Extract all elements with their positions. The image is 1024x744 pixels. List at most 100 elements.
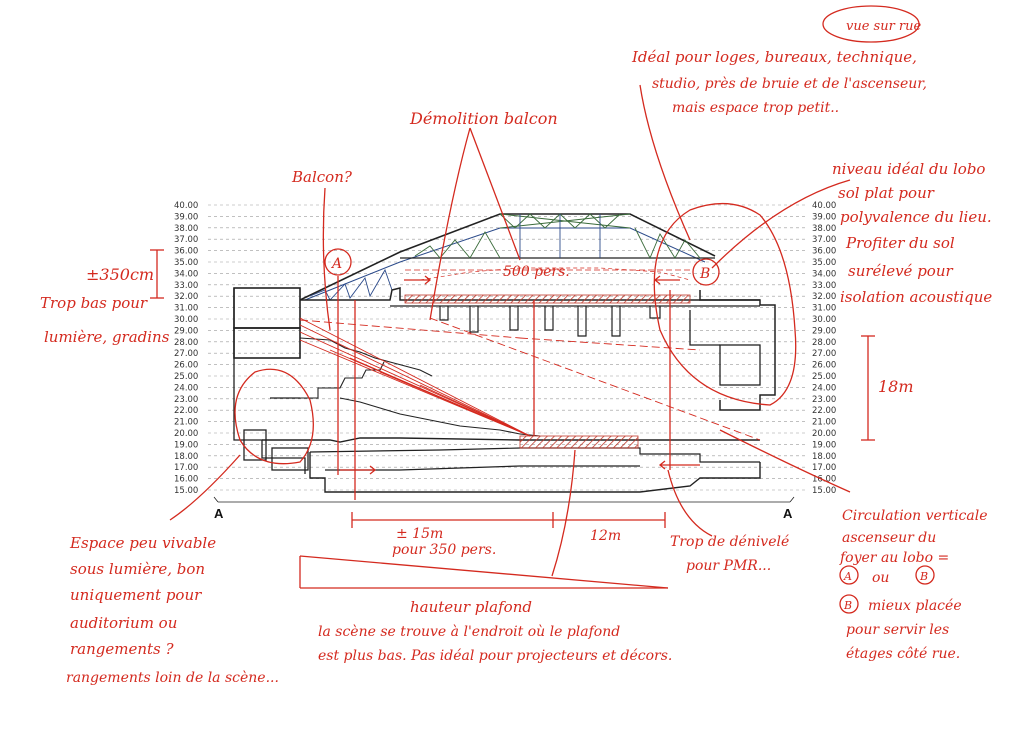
- marker-a-top: A: [330, 256, 342, 272]
- elevation-label-left: 26.00: [174, 361, 198, 371]
- elevation-label-right: 36.00: [812, 247, 836, 257]
- elevation-label-right: 30.00: [812, 315, 836, 325]
- elevation-label-left: 39.00: [174, 212, 198, 222]
- elevation-label-right: 33.00: [812, 281, 836, 291]
- marker-b-bottom-2: B: [843, 599, 852, 612]
- elevation-label-left: 20.00: [174, 429, 198, 439]
- elevation-label-right: 20.00: [812, 429, 836, 439]
- trop-bas-line-1: Trop bas pour: [40, 294, 148, 312]
- elevation-label-right: 26.00: [812, 361, 836, 371]
- circulation-line-1: Circulation verticale: [842, 508, 988, 524]
- trop-bas-line-2: lumière, gradins: [44, 328, 170, 346]
- circulation-line-4: mieux placée: [868, 598, 962, 614]
- trop-denivele-line-2: pour PMR...: [686, 558, 771, 574]
- elevation-label-right: 27.00: [812, 349, 836, 359]
- section-marker-right: A: [783, 506, 793, 521]
- elevation-label-right: 32.00: [812, 292, 836, 302]
- hauteur-plafond-note: hauteur plafond: [410, 598, 532, 616]
- elevation-label-left: 30.00: [174, 315, 198, 325]
- elevation-label-left: 37.00: [174, 235, 198, 245]
- elevation-label-left: 34.00: [174, 269, 198, 279]
- elevation-label-left: 22.00: [174, 406, 198, 416]
- elevation-label-right: 25.00: [812, 372, 836, 382]
- circulation-line-5: pour servir les: [846, 622, 949, 638]
- circulation-line-6: étages côté rue.: [846, 646, 960, 662]
- elevation-label-right: 31.00: [812, 304, 836, 314]
- elevation-label-right: 17.00: [812, 463, 836, 473]
- annotations: vue sur rue Idéal pour loges, bureaux, t…: [40, 19, 992, 686]
- elevation-label-left: 16.00: [174, 475, 198, 485]
- elevation-label-right: 22.00: [812, 406, 836, 416]
- ideal-loges-line-2: studio, près de bruie et de l'ascenseur,: [652, 76, 927, 92]
- elevation-label-right: 35.00: [812, 258, 836, 268]
- elevation-label-left: 40.00: [174, 201, 198, 211]
- ideal-loges-line-3: mais espace trop petit..: [672, 100, 839, 116]
- elevation-label-left: 36.00: [174, 247, 198, 257]
- circulation-or: ou: [872, 570, 889, 586]
- elevation-label-right: 39.00: [812, 212, 836, 222]
- elevation-label-left: 25.00: [174, 372, 198, 382]
- elevation-label-right: 19.00: [812, 440, 836, 450]
- balcon-question-note: Balcon?: [291, 168, 353, 186]
- circulation-line-3: foyer au lobo =: [839, 550, 949, 566]
- elevation-label-left: 24.00: [174, 383, 198, 393]
- demolition-balcon-note: Démolition balcon: [409, 109, 558, 128]
- niveau-ideal-line-2: sol plat pour: [838, 184, 935, 202]
- niveau-ideal-line-5: surélevé pour: [848, 262, 953, 280]
- espace-line-2: sous lumière, bon: [70, 560, 205, 578]
- elevation-label-left: 29.00: [174, 326, 198, 336]
- elevation-label-left: 18.00: [174, 452, 198, 462]
- elevation-label-right: 21.00: [812, 418, 836, 428]
- elevation-label-right: 29.00: [812, 326, 836, 336]
- height-350-note: ±350cm: [86, 265, 154, 284]
- elevation-label-left: 19.00: [174, 440, 198, 450]
- trop-denivele-line-1: Trop de dénivelé: [670, 534, 789, 550]
- niveau-ideal-line-1: niveau idéal du lobo: [832, 160, 985, 178]
- marker-a-bottom: A: [843, 570, 852, 583]
- espace-line-5: rangements ?: [70, 640, 175, 658]
- annotation-strokes: [150, 5, 935, 614]
- vue-sur-rue-note: vue sur rue: [846, 19, 922, 34]
- marker-b-bottom-1: B: [919, 570, 928, 583]
- hatched-stage-floor: [519, 435, 639, 449]
- ideal-loges-line-1: Idéal pour loges, bureaux, technique,: [631, 48, 917, 66]
- hatched-balcony-floor: [404, 294, 691, 304]
- elevation-label-left: 31.00: [174, 304, 198, 314]
- marker-b-top: B: [699, 266, 710, 282]
- height-18m-note: 18m: [878, 377, 914, 396]
- elevation-label-right: 16.00: [812, 475, 836, 485]
- capacity-500-note: 500 pers.: [503, 264, 570, 280]
- section-marker-left: A: [214, 506, 224, 521]
- elevation-label-right: 40.00: [812, 201, 836, 211]
- elevation-label-right: 18.00: [812, 452, 836, 462]
- elevation-label-right: 38.00: [812, 224, 836, 234]
- elevation-label-right: 34.00: [812, 269, 836, 279]
- niveau-ideal-line-6: isolation acoustique: [840, 288, 992, 306]
- elevation-label-left: 21.00: [174, 418, 198, 428]
- niveau-ideal-line-3: polyvalence du lieu.: [840, 208, 992, 226]
- elevation-label-right: 15.00: [812, 486, 836, 496]
- elevation-label-left: 27.00: [174, 349, 198, 359]
- espace-line-6: rangements loin de la scène...: [66, 670, 279, 686]
- elevation-label-right: 28.00: [812, 338, 836, 348]
- dimension-12m: 12m: [590, 528, 621, 544]
- elevation-label-left: 28.00: [174, 338, 198, 348]
- circulation-line-2: ascenseur du: [842, 530, 936, 546]
- elevation-label-left: 35.00: [174, 258, 198, 268]
- espace-line-4: auditorium ou: [70, 614, 177, 632]
- elevation-label-left: 32.00: [174, 292, 198, 302]
- espace-line-1: Espace peu vivable: [69, 534, 216, 552]
- elevation-label-right: 37.00: [812, 235, 836, 245]
- elevation-label-right: 23.00: [812, 395, 836, 405]
- elevation-label-right: 24.00: [812, 383, 836, 393]
- niveau-ideal-line-4: Profiter du sol: [845, 234, 955, 252]
- espace-line-3: uniquement pour: [70, 586, 202, 604]
- elevation-label-left: 17.00: [174, 463, 198, 473]
- elevation-label-left: 33.00: [174, 281, 198, 291]
- scene-line-2: est plus bas. Pas idéal pour projecteurs…: [318, 648, 672, 664]
- elevation-label-left: 15.00: [174, 486, 198, 496]
- scene-line-1: la scène se trouve à l'endroit où le pla…: [318, 624, 620, 640]
- dimension-15m: ± 15m: [396, 526, 443, 542]
